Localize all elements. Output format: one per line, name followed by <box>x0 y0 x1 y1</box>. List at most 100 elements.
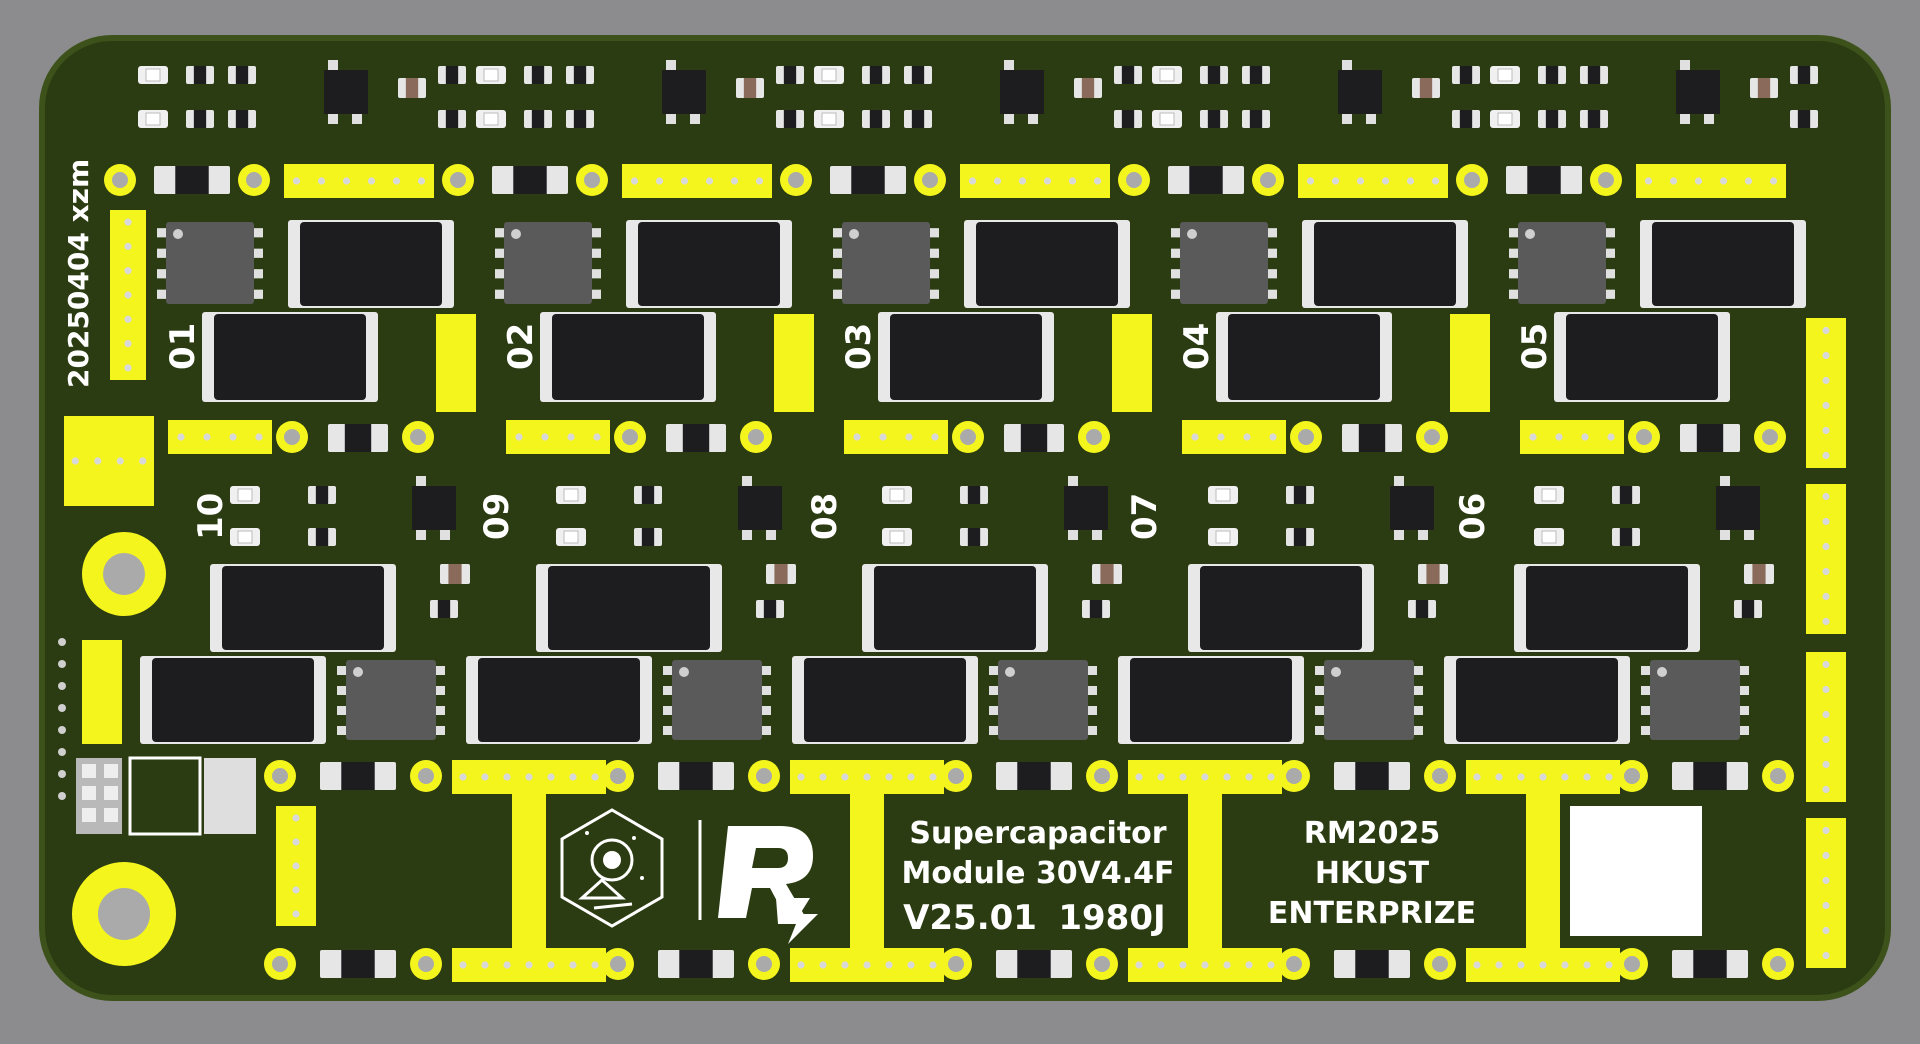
pad-strip <box>1806 652 1846 802</box>
led-lens <box>821 112 837 126</box>
via <box>1495 961 1503 969</box>
pad-strip <box>1526 790 1560 950</box>
supercapacitor <box>1456 658 1618 742</box>
silk-outline <box>128 756 202 836</box>
ic-pin <box>252 228 263 238</box>
pad-hole <box>610 768 626 784</box>
pad-hole <box>246 172 262 188</box>
via <box>292 862 300 870</box>
via <box>1473 773 1481 781</box>
channel-label: 01 <box>163 323 203 370</box>
ic-pin <box>157 248 168 258</box>
smd-part <box>315 528 329 546</box>
via <box>392 177 401 185</box>
via <box>1822 492 1830 501</box>
ic-dot <box>1005 667 1015 677</box>
pad-strip <box>82 640 122 744</box>
board-code: 1980J <box>1058 898 1165 938</box>
sot-pin <box>1394 528 1404 540</box>
smd-part <box>679 950 713 978</box>
via <box>1135 773 1143 781</box>
pad-hole <box>1432 768 1448 784</box>
via <box>292 177 301 185</box>
via <box>879 433 887 441</box>
smd-part <box>445 66 459 84</box>
via <box>139 457 147 465</box>
pad-hole <box>622 429 638 445</box>
via <box>58 638 66 646</box>
date-tag: 20250404 xzm <box>62 159 95 388</box>
led-lens <box>483 68 499 82</box>
smd-part <box>193 66 207 84</box>
pad-hole <box>418 768 434 784</box>
sot-pin <box>1720 476 1730 488</box>
ic-pin <box>1171 228 1182 238</box>
via <box>367 177 376 185</box>
ic-dot <box>1187 229 1197 239</box>
via <box>292 886 300 894</box>
sot-pin <box>440 528 450 540</box>
via <box>94 457 102 465</box>
ic-pin <box>1086 726 1097 735</box>
ic-pin <box>1509 228 1520 238</box>
via <box>1245 961 1253 969</box>
supercapacitor <box>1526 566 1688 650</box>
via <box>730 177 739 185</box>
via <box>1822 592 1830 601</box>
via <box>1822 926 1830 935</box>
ic-pin <box>989 686 1000 695</box>
via <box>1517 961 1525 969</box>
ic-dot <box>353 667 363 677</box>
via <box>1822 760 1830 769</box>
team-block: RM2025 HKUST ENTERPRIZE <box>1268 816 1476 931</box>
ic-pin <box>1509 269 1520 279</box>
sot-pin <box>1744 528 1754 540</box>
via <box>1719 177 1728 185</box>
pad-strip <box>512 790 546 950</box>
sot-transistor <box>662 70 706 114</box>
via <box>292 910 300 918</box>
via <box>58 792 66 800</box>
ic-pin <box>760 666 771 675</box>
pad-strip <box>1182 420 1286 454</box>
ic-pin <box>1604 248 1615 258</box>
smd-part <box>573 110 587 128</box>
pad-hole <box>1762 429 1778 445</box>
via <box>58 704 66 712</box>
pad-hole <box>948 768 964 784</box>
channel-label: 07 <box>1125 493 1165 540</box>
via <box>929 961 937 969</box>
led-lens <box>1497 112 1513 126</box>
via <box>525 961 533 969</box>
sot-pin <box>666 112 676 124</box>
via <box>1431 177 1440 185</box>
led-lens <box>1541 488 1557 502</box>
pad-hole <box>1260 172 1276 188</box>
via <box>1093 177 1102 185</box>
top-channel-labels: 01 02 03 04 05 <box>163 323 1555 370</box>
via <box>841 961 849 969</box>
smd-part <box>1587 66 1601 84</box>
pad-hole <box>272 768 288 784</box>
ic-pin <box>252 248 263 258</box>
via <box>905 433 913 441</box>
smd-part <box>1121 66 1135 84</box>
supercapacitor <box>222 566 384 650</box>
pad-hole <box>98 888 150 940</box>
ic-pin <box>157 289 168 299</box>
ic-dot <box>1331 667 1341 677</box>
smd-part <box>743 78 757 98</box>
smd-part <box>967 486 981 504</box>
sot-pin <box>1068 528 1078 540</box>
via <box>1822 735 1830 744</box>
ic-chip <box>166 222 254 304</box>
pad-hole <box>272 956 288 972</box>
via <box>255 433 263 441</box>
ic-pin <box>1315 706 1326 715</box>
smd-part <box>783 110 797 128</box>
supercapacitor <box>1130 658 1292 742</box>
via <box>630 177 639 185</box>
sot-pin <box>1068 476 1078 488</box>
via <box>58 660 66 668</box>
